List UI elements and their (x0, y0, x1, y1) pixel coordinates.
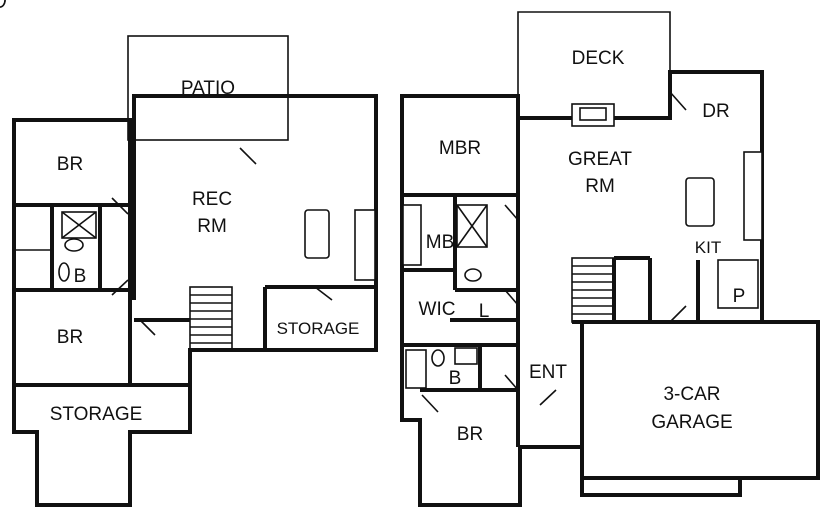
dining-room-label: DR (702, 101, 729, 122)
kitchen-label: KIT (695, 238, 721, 257)
wet-bar-counter (354, 209, 376, 281)
entry-label: ENT (529, 362, 567, 383)
walk-in-closet-label: WIC (419, 299, 456, 320)
bedroom-top-label: BR (57, 154, 83, 175)
deck-label: DECK (572, 48, 625, 69)
garage-wall (580, 320, 820, 480)
bar-island (304, 209, 330, 259)
garage-label-2: GARAGE (651, 412, 732, 433)
storage-bottom-label: STORAGE (50, 404, 143, 425)
patio-label: PATIO (181, 78, 235, 99)
hall-bath-label: B (449, 368, 462, 389)
main-level-plan (0, 0, 820, 507)
sink (58, 262, 70, 282)
laundry-label: L (479, 301, 490, 322)
garage-label-1: 3-CAR (663, 384, 720, 405)
kitchen-counter (743, 151, 763, 241)
bedroom-label: BR (457, 424, 483, 445)
main-outer-wall (400, 70, 820, 507)
toilet (64, 238, 84, 252)
pantry-label: P (733, 286, 746, 307)
hall-sink (454, 347, 478, 365)
master-toilet (464, 268, 482, 282)
pantry (717, 259, 759, 309)
rec-room-label-2: RM (197, 216, 227, 237)
patio-outline (127, 35, 289, 141)
bedroom-bottom-label: BR (57, 327, 83, 348)
rec-room-label-1: REC (192, 189, 232, 210)
storage-right-label: STORAGE (277, 319, 360, 338)
kitchen-island (685, 177, 715, 227)
master-bedroom-label: MBR (439, 138, 481, 159)
lower-outer-wall (12, 94, 378, 507)
hall-toilet (431, 349, 445, 367)
lower-bath-label: B (74, 266, 87, 287)
lower-level-plan (12, 35, 378, 507)
master-vanity (402, 204, 422, 266)
tub (405, 349, 427, 389)
master-bath-label: MB (426, 232, 455, 253)
deck-outline (517, 11, 671, 120)
great-room-label-2: RM (585, 176, 615, 197)
great-room-label-1: GREAT (568, 149, 632, 170)
